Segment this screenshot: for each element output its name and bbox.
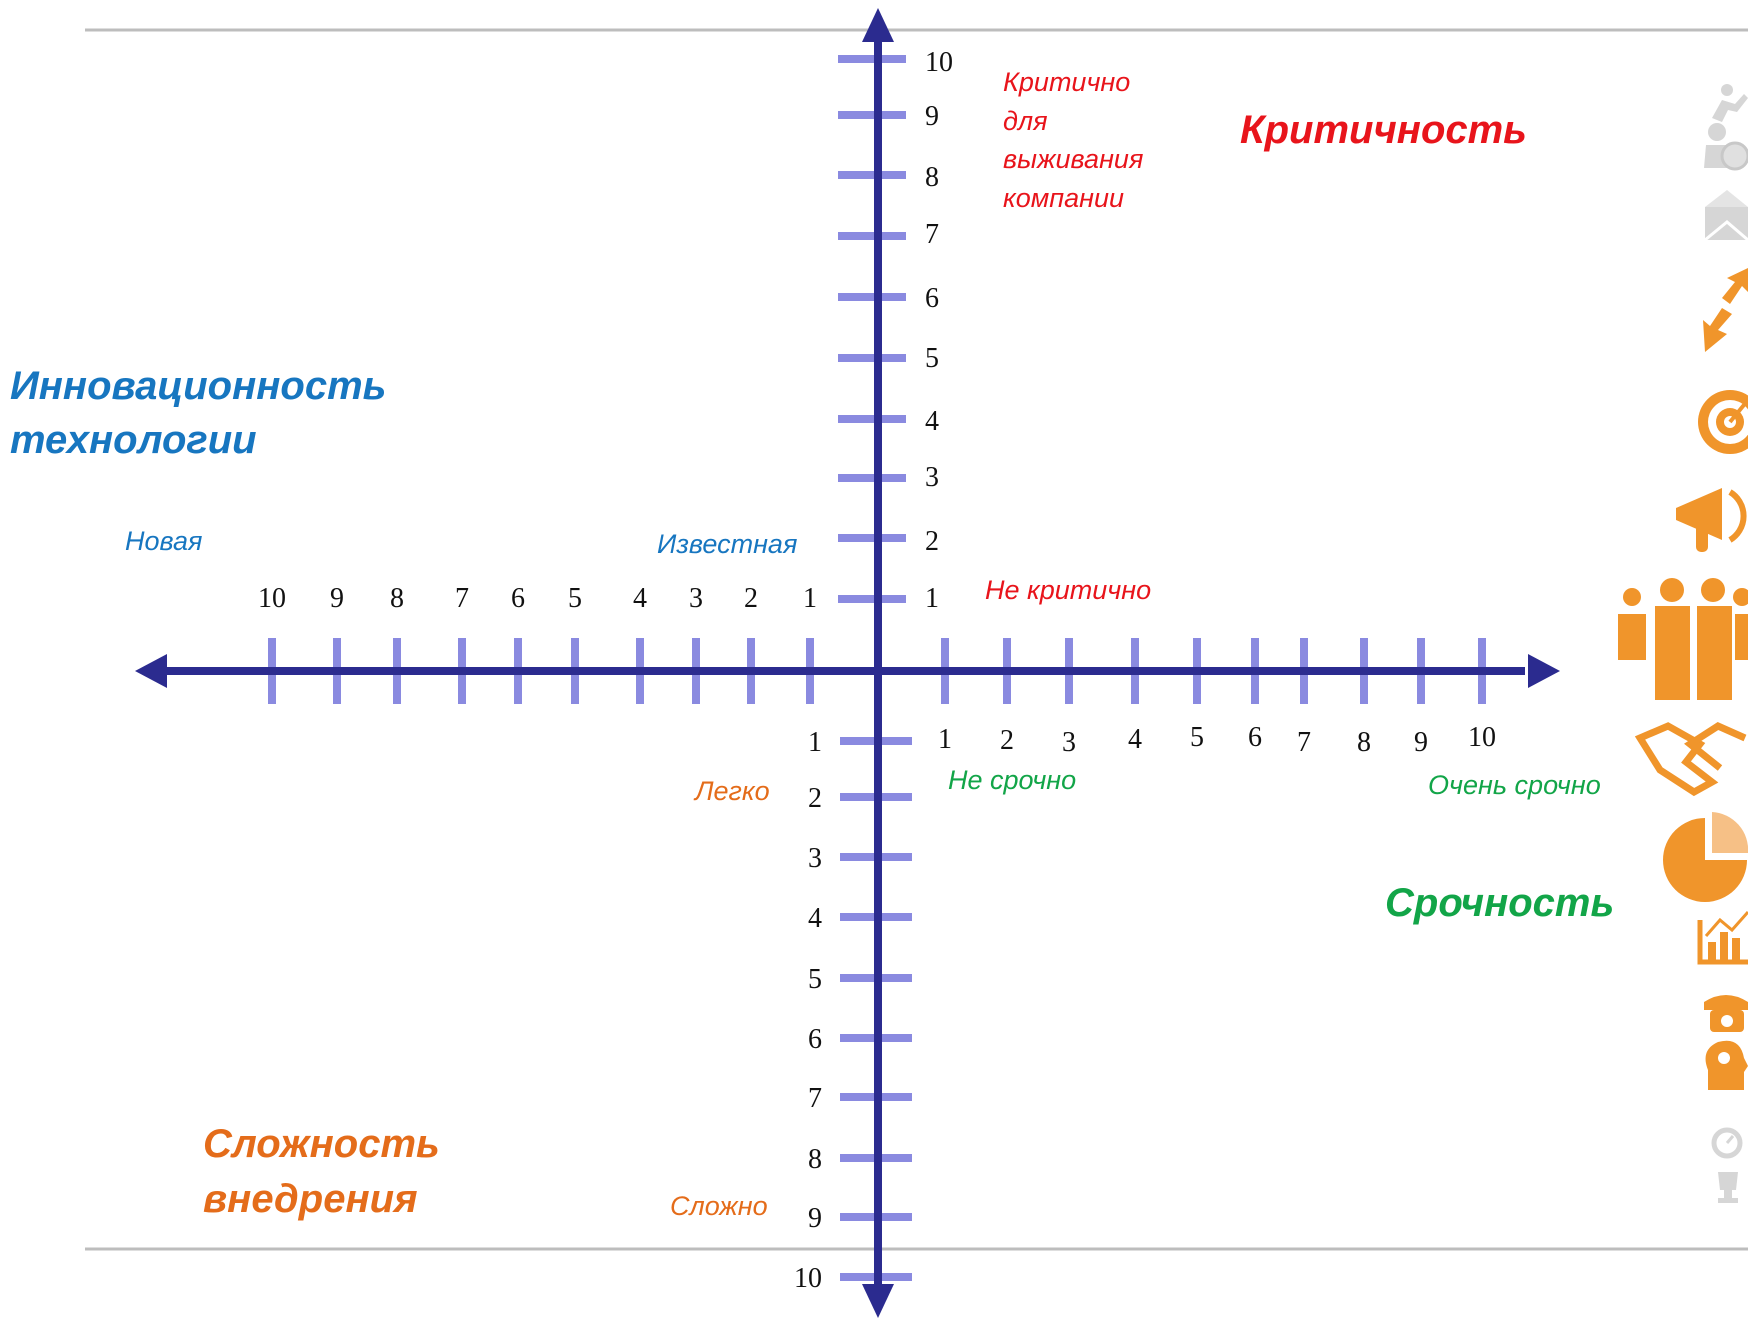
critical-high-line1: Критично (1003, 67, 1130, 97)
tick-label-left-6: 6 (511, 583, 525, 614)
tick-label-up-10: 10 (925, 47, 953, 78)
gauge-icon (1711, 1127, 1743, 1159)
innovation-title-line1: Инновационность (10, 364, 386, 408)
tick-label-up-4: 4 (925, 406, 939, 437)
handshake-icon (1634, 722, 1747, 797)
telephone-icon (1704, 995, 1748, 1032)
tick-label-right-4: 4 (1128, 724, 1142, 755)
tick-label-left-1: 1 (803, 583, 817, 614)
tick-label-down-7: 7 (808, 1083, 822, 1114)
arrows-icon (1703, 268, 1748, 352)
head-gears-icon (1705, 1040, 1748, 1090)
tick-label-down-10: 10 (794, 1263, 822, 1294)
tick-label-left-3: 3 (689, 583, 703, 614)
tick-label-right-3: 3 (1062, 727, 1076, 758)
tick-label-right-5: 5 (1190, 722, 1204, 753)
tick-label-down-2: 2 (808, 783, 822, 814)
megaphone-icon (1676, 488, 1747, 552)
tick-label-up-2: 2 (925, 526, 939, 557)
tick-label-down-5: 5 (808, 964, 822, 995)
tick-label-left-10: 10 (258, 583, 286, 614)
critical-high-line4: компании (1003, 183, 1124, 213)
tick-label-down-8: 8 (808, 1144, 822, 1175)
tick-label-up-9: 9 (925, 101, 939, 132)
tick-label-right-10: 10 (1468, 722, 1496, 753)
target-icon (1698, 390, 1748, 454)
tick-label-down-9: 9 (808, 1203, 822, 1234)
easy-label: Легко (693, 776, 770, 806)
complexity-title-line2: внедрения (203, 1177, 418, 1221)
axis-numbers: 1 2 3 4 5 6 7 8 9 10 1 2 3 4 5 6 7 8 9 10 1 2 3 4 5 6 7 8 9 10 1 2 3 4 5 6 7… (258, 47, 1496, 1294)
tick-label-down-3: 3 (808, 843, 822, 874)
innovation-title-line2: технологии (10, 418, 257, 462)
down-arrowhead (862, 1284, 894, 1318)
bar-chart-icon (1697, 911, 1748, 965)
tick-label-down-1: 1 (808, 727, 822, 758)
complexity-title-line1: Сложность (203, 1122, 440, 1166)
tick-label-left-8: 8 (390, 583, 404, 614)
critical-high-line3: выживания (1003, 144, 1143, 174)
tick-label-left-9: 9 (330, 583, 344, 614)
criticality-title: Критичность (1240, 108, 1527, 152)
trophy-icon (1718, 1172, 1738, 1203)
tick-label-right-6: 6 (1248, 722, 1262, 753)
left-arrowhead (135, 654, 167, 688)
tick-label-up-5: 5 (925, 343, 939, 374)
tick-label-down-6: 6 (808, 1024, 822, 1055)
tick-label-right-9: 9 (1414, 727, 1428, 758)
tick-label-right-1: 1 (938, 724, 952, 755)
tick-label-left-5: 5 (568, 583, 582, 614)
mail-icon (1704, 190, 1748, 242)
businessman-clock-icon (1704, 123, 1748, 171)
urgency-title: Срочность (1385, 881, 1614, 925)
right-arrowhead (1528, 654, 1560, 688)
hard-label: Сложно (670, 1191, 768, 1221)
tick-label-left-7: 7 (455, 583, 469, 614)
team-icon (1618, 578, 1748, 700)
tick-label-up-3: 3 (925, 462, 939, 493)
new-label: Новая (125, 526, 202, 556)
tick-label-right-8: 8 (1357, 727, 1371, 758)
tick-label-left-2: 2 (744, 583, 758, 614)
not-urgent-label: Не срочно (948, 765, 1076, 795)
known-label: Известная (657, 529, 797, 559)
tick-label-up-8: 8 (925, 162, 939, 193)
pie-chart-icon (1663, 812, 1748, 902)
sidebar-icons (1618, 84, 1748, 1203)
runner-icon (1712, 84, 1748, 122)
tick-label-up-1: 1 (925, 583, 939, 614)
tick-label-up-6: 6 (925, 283, 939, 314)
critical-high-line2: для (1003, 106, 1048, 136)
tick-label-right-7: 7 (1297, 727, 1311, 758)
tick-label-up-7: 7 (925, 219, 939, 250)
very-urgent-label: Очень срочно (1428, 770, 1601, 800)
tick-label-down-4: 4 (808, 903, 822, 934)
tick-label-left-4: 4 (633, 583, 647, 614)
up-arrowhead (862, 8, 894, 42)
tick-label-right-2: 2 (1000, 725, 1014, 756)
critical-low-label: Не критично (985, 575, 1151, 605)
